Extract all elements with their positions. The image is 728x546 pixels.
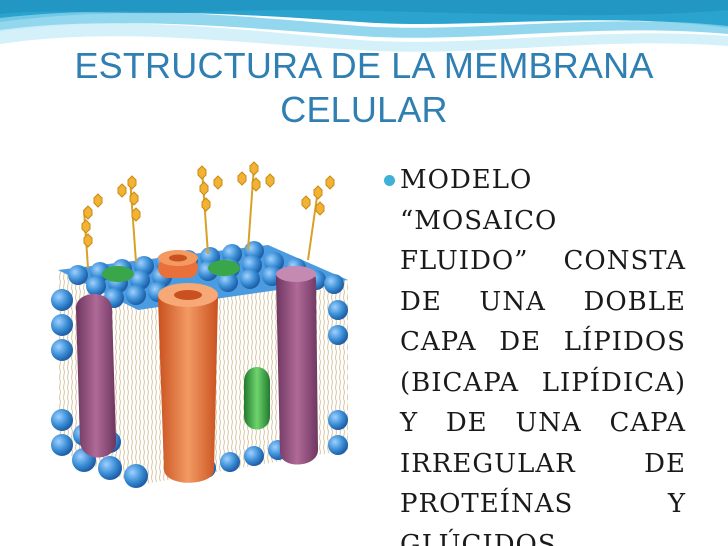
bullet-icon <box>384 175 395 186</box>
bullet-list: MODELO “MOSAICO FLUIDO” CONSTA DE UNA DO… <box>380 160 688 546</box>
bullet-item-text: MODELO “MOSAICO FLUIDO” CONSTA DE UNA DO… <box>400 165 686 546</box>
slide-title-line-2: CELULAR <box>280 89 448 130</box>
cell-membrane-illustration <box>51 161 348 488</box>
slide-title: ESTRUCTURA DE LA MEMBRANA CELULAR <box>0 44 728 132</box>
slide-title-line-1: ESTRUCTURA DE LA MEMBRANA <box>74 45 654 86</box>
decorative-wave-header <box>0 0 728 52</box>
